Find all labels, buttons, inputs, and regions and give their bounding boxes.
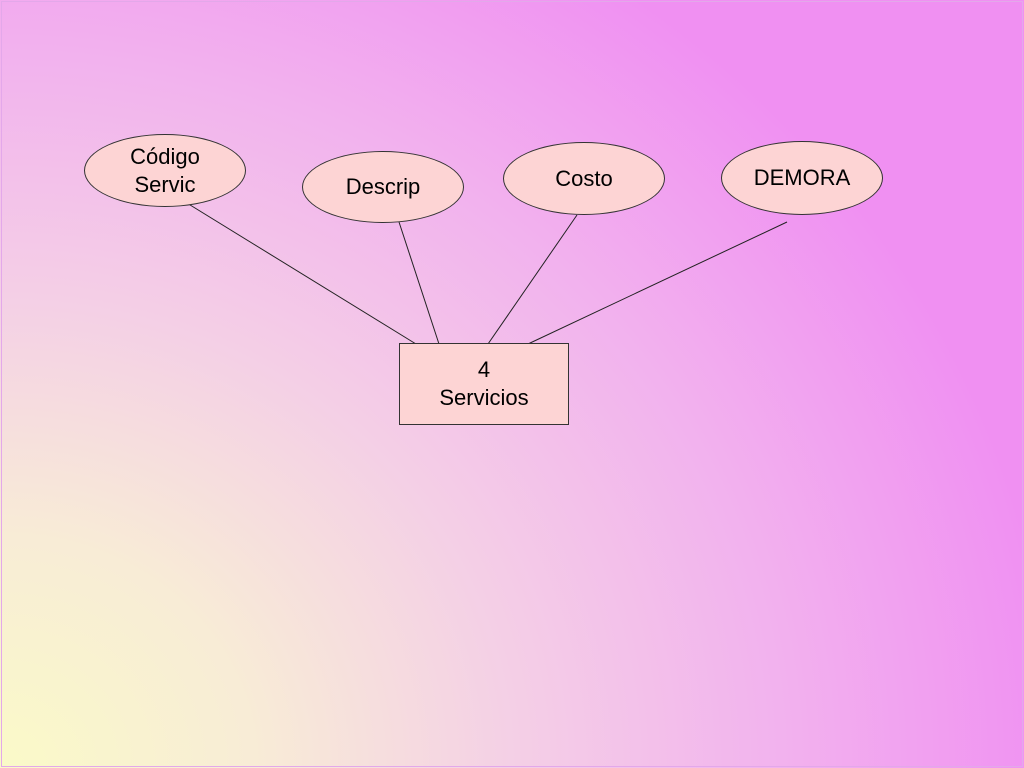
attribute-descrip: Descrip — [302, 151, 464, 223]
entity-servicios: 4 Servicios — [399, 343, 569, 425]
connector-demora — [527, 221, 788, 345]
attribute-demora: DEMORA — [721, 141, 883, 215]
entity-name: Servicios — [439, 385, 529, 410]
attribute-codigo-servic: Código Servic — [84, 134, 246, 207]
attribute-costo: Costo — [503, 142, 665, 215]
entity-number: 4 — [477, 357, 491, 382]
connector-costo — [487, 214, 578, 345]
connector-codigo-servic — [181, 199, 417, 345]
connector-descrip — [398, 221, 440, 345]
